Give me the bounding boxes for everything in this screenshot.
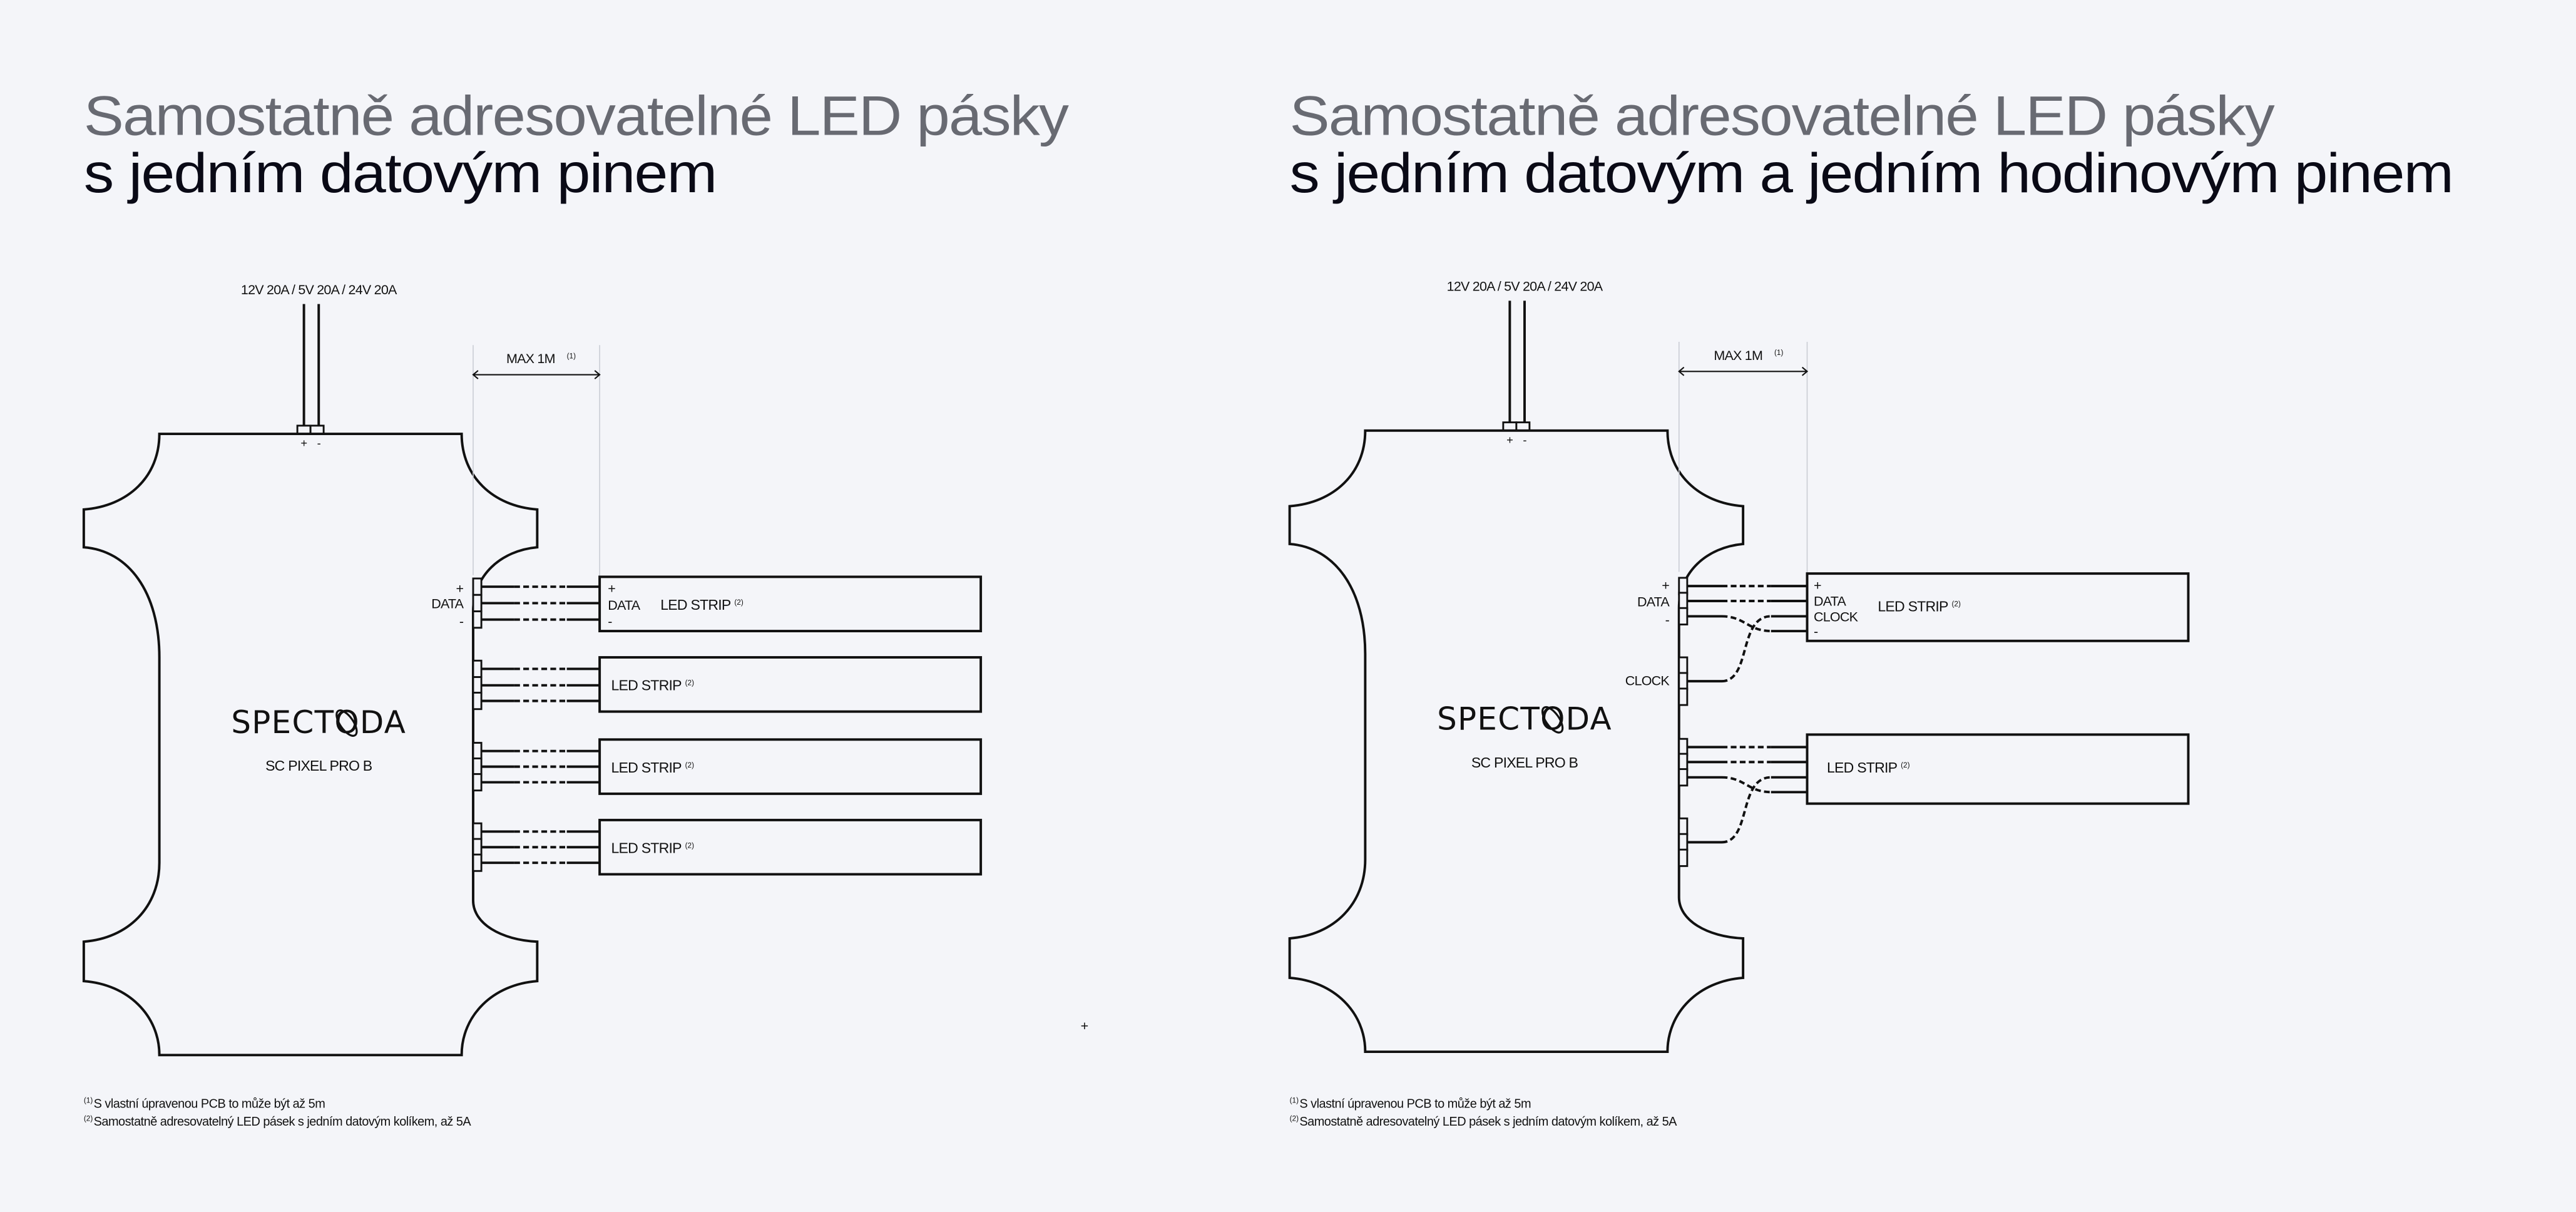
dimension-arrow: [472, 370, 601, 379]
strip-pin-minus: -: [608, 614, 612, 629]
strip-pin-plus: +: [1814, 578, 1821, 593]
right-panel: Samostatně adresovatelné LED pásky s jed…: [1288, 84, 2454, 1129]
led-strip-4: [598, 818, 983, 876]
pin-connector: [472, 822, 483, 841]
controller-board-outline: [82, 433, 539, 1057]
port-label-data: DATA: [431, 596, 464, 611]
spectoda-logo: SPECTODA: [1437, 701, 1612, 737]
pin-connector: [472, 773, 483, 792]
power-minus-label: -: [317, 436, 321, 449]
footnote-mark: (1): [1290, 1096, 1299, 1104]
pin-connector: [1678, 768, 1689, 787]
led-strip-note: (2): [685, 679, 694, 687]
right-title-line1: Samostatně adresovatelné LED pásky: [1290, 84, 2275, 146]
led-strip-label: LED STRIP: [611, 677, 682, 694]
power-label: 12V 20A / 5V 20A / 24V 20A: [1447, 279, 1603, 294]
logo-text: SPECTODA: [231, 704, 406, 741]
pin-connector: [472, 758, 483, 776]
max-length-label: MAX 1M: [1714, 348, 1762, 363]
led-strip-2: [598, 656, 983, 713]
led-strip-note: (2): [1901, 761, 1909, 769]
pin-connector: [472, 593, 483, 612]
port-label-plus: +: [1662, 578, 1669, 593]
logo-orbit-icon: [1541, 706, 1564, 734]
left-title-line2: s jedním datovým pinem: [84, 141, 717, 204]
led-strip-note: (2): [685, 761, 694, 769]
strip-pin-clock: CLOCK: [1814, 609, 1859, 624]
right-title-line2: s jedním datovým a jedním hodinovým pine…: [1290, 141, 2453, 204]
left-wiring: [472, 577, 600, 872]
footnote-mark: (1): [84, 1096, 93, 1104]
left-title-line1: Samostatně adresovatelné LED pásky: [84, 84, 1069, 146]
port-label-plus: +: [456, 582, 463, 597]
pin-connector: [1678, 592, 1689, 610]
logo-orbit-icon: [335, 709, 358, 737]
dimension-arrow: [1678, 366, 1809, 376]
footnote-mark: (2): [84, 1114, 93, 1122]
pin-connector: [1678, 577, 1689, 595]
pin-connector: [1678, 737, 1689, 756]
strip-pin-data: DATA: [608, 598, 640, 613]
pin-connector: [1678, 752, 1689, 771]
right-wiring: [1678, 577, 1807, 867]
footnote-mark: (2): [1290, 1114, 1299, 1122]
wire-dashed-clock: [1721, 776, 1771, 844]
port-label-minus: -: [459, 614, 464, 629]
power-plus-label: +: [1506, 433, 1513, 446]
led-strip-note: (2): [685, 841, 694, 850]
led-strip-label: LED STRIP: [611, 840, 682, 856]
pin-connector: [472, 838, 483, 856]
led-strip-1: [598, 575, 983, 632]
led-strip-label: LED STRIP: [611, 759, 682, 776]
pin-connector: [472, 692, 483, 711]
spectoda-logo: SPECTODA: [231, 704, 406, 741]
pin-connector: [1678, 607, 1689, 625]
led-strip-label: LED STRIP: [1878, 598, 1948, 615]
model-label: SC PIXEL PRO B: [265, 758, 372, 774]
pin-connector: [1678, 817, 1689, 836]
pin-connector: [472, 742, 483, 761]
strip-pin-plus: +: [608, 582, 615, 597]
pin-connector: [1678, 833, 1689, 851]
led-strip-3: [598, 738, 983, 795]
pin-connector: [1678, 687, 1689, 706]
pin-connector: [1678, 656, 1689, 675]
wire-dashed-crossing: [1721, 776, 1771, 794]
led-strip-label: LED STRIP: [1827, 759, 1898, 776]
controller-board-outline: [1288, 429, 1745, 1053]
max-length-note: (1): [567, 351, 576, 360]
led-strip-note: (2): [734, 598, 743, 607]
strip-pin-minus: -: [1814, 624, 1818, 639]
strip-pin-data: DATA: [1814, 593, 1846, 609]
port-label-data: DATA: [1637, 595, 1670, 610]
pin-connector: [1678, 672, 1689, 691]
wire-dashed-crossing: [1721, 615, 1771, 632]
footnote-1: S vlastní úpravenou PCB to může být až 5…: [1299, 1097, 1531, 1111]
max-length-note: (1): [1774, 348, 1783, 357]
stray-plus-mark: +: [1081, 1019, 1088, 1034]
max-length-label: MAX 1M: [506, 351, 555, 366]
pin-connector: [472, 676, 483, 695]
footnote-2: Samostatně adresovatelný LED pásek s jed…: [1299, 1115, 1677, 1129]
power-minus-label: -: [1523, 433, 1526, 446]
pin-connector: [472, 659, 483, 678]
power-label: 12V 20A / 5V 20A / 24V 20A: [241, 282, 397, 297]
pin-connector: [472, 853, 483, 872]
left-panel: Samostatně adresovatelné LED pásky s jed…: [82, 84, 1070, 1129]
logo-text: SPECTODA: [1437, 701, 1612, 737]
power-plus-label: +: [300, 436, 307, 449]
led-strip-1: [1806, 572, 2190, 642]
footnote-1: S vlastní úpravenou PCB to může být až 5…: [94, 1097, 325, 1111]
wire-dashed-clock: [1721, 615, 1771, 683]
footnote-2: Samostatně adresovatelný LED pásek s jed…: [94, 1115, 472, 1129]
pin-connector: [472, 610, 483, 629]
led-strip-note: (2): [1952, 600, 1961, 609]
port-label-minus: -: [1665, 613, 1670, 628]
pin-connector: [472, 577, 483, 596]
pin-connector: [1678, 848, 1689, 867]
port-label-clock: CLOCK: [1625, 674, 1670, 689]
model-label: SC PIXEL PRO B: [1471, 754, 1578, 771]
led-strip-2: [1806, 733, 2190, 805]
led-strip-label: LED STRIP: [660, 597, 731, 613]
